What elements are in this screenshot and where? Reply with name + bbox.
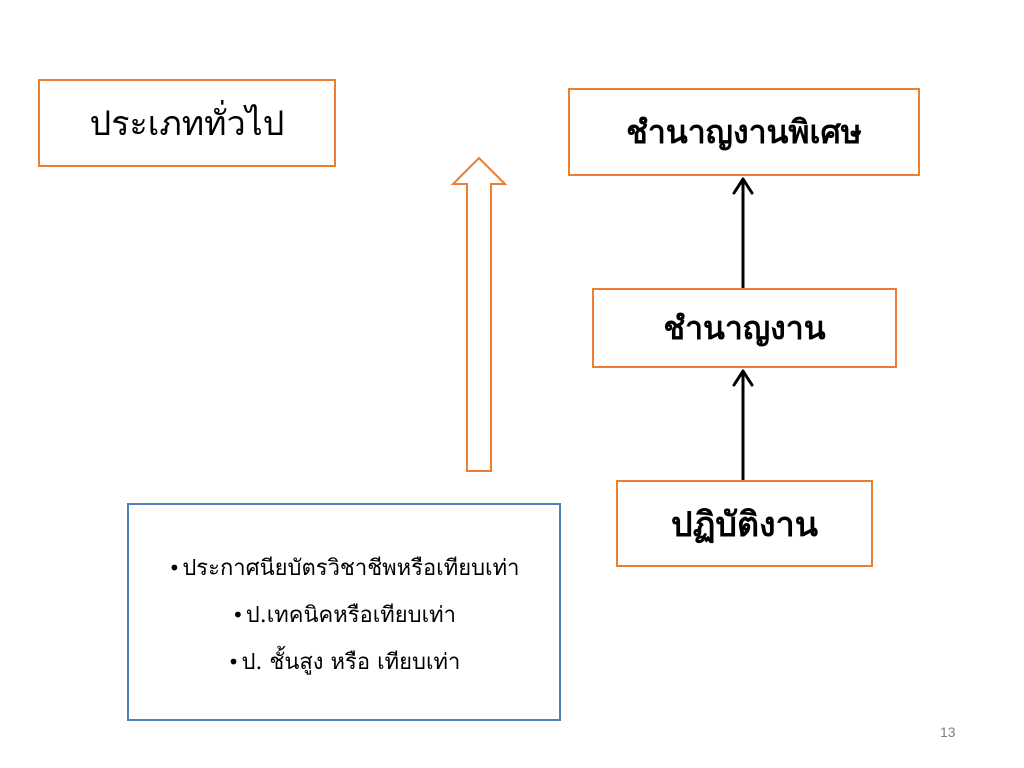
level-box-top: ชำนาญงานพิเศษ xyxy=(568,88,920,176)
level-label-top: ชำนาญงานพิเศษ xyxy=(626,112,862,151)
category-box: ประเภททั่วไป xyxy=(38,79,336,167)
level-label-middle: ชำนาญงาน xyxy=(663,308,826,347)
up-arrow-icon xyxy=(732,177,754,288)
hollow-up-arrow-icon xyxy=(450,156,508,472)
qualification-box: •ประกาศนียบัตรวิชาชีพหรือเทียบเท่า •ป.เท… xyxy=(127,503,561,721)
qualification-text: ป. ชั้นสูง หรือ เทียบเท่า xyxy=(241,650,461,675)
bullet-icon: • xyxy=(168,556,181,580)
page-number: 13 xyxy=(940,724,956,740)
qualification-item: •ป.เทคนิคหรือเทียบเท่า xyxy=(232,592,456,639)
up-arrow-icon xyxy=(732,369,754,480)
qualification-text: ประกาศนียบัตรวิชาชีพหรือเทียบเท่า xyxy=(182,556,520,581)
category-label: ประเภททั่วไป xyxy=(89,104,285,144)
bullet-icon: • xyxy=(231,603,244,627)
bullet-icon: • xyxy=(227,650,240,674)
qualification-text: ป.เทคนิคหรือเทียบเท่า xyxy=(245,603,457,628)
level-box-bottom: ปฏิบัติงาน xyxy=(616,480,873,567)
qualification-item: •ประกาศนียบัตรวิชาชีพหรือเทียบเท่า xyxy=(169,545,520,592)
level-box-middle: ชำนาญงาน xyxy=(592,288,897,368)
qualification-item: •ป. ชั้นสูง หรือ เทียบเท่า xyxy=(228,639,461,686)
level-label-bottom: ปฏิบัติงาน xyxy=(670,504,818,545)
